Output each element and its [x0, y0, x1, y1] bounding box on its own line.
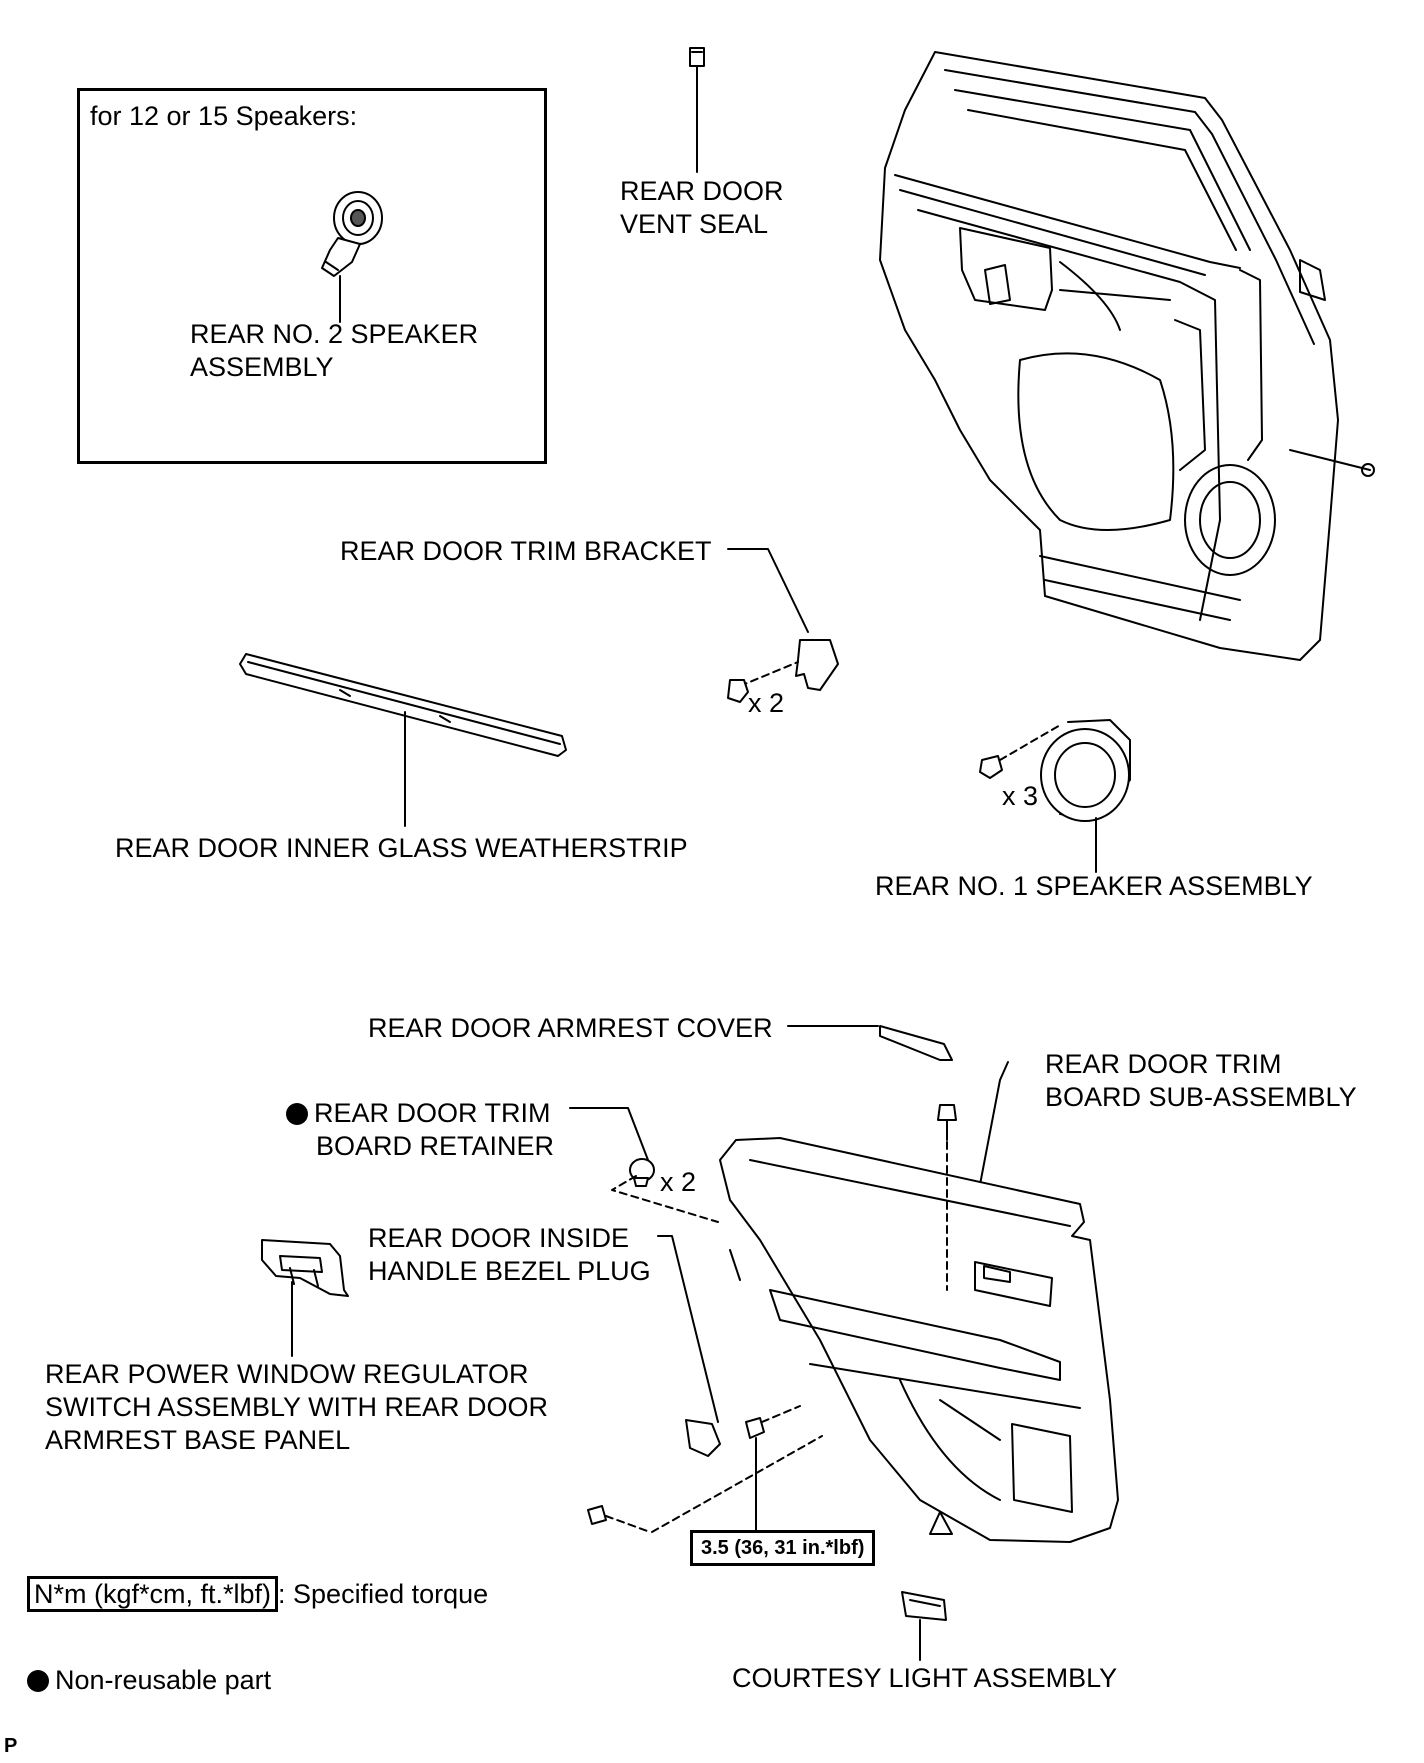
label-bezel-plug-line2: HANDLE BEZEL PLUG [368, 1256, 651, 1286]
legend-nonreusable: Non-reusable part [27, 1664, 271, 1697]
nonreusable-dot-icon [286, 1103, 308, 1125]
corner-mark: P [4, 1735, 18, 1757]
window-switch-drawing [261, 1239, 349, 1357]
label-window-switch-line1: REAR POWER WINDOW REGULATOR [45, 1359, 529, 1389]
trim-board-drawing [719, 1061, 1119, 1543]
bottom-screw-drawing [587, 1435, 823, 1533]
no1-speaker-qty: x 3 [1002, 781, 1039, 811]
label-inner-weatherstrip: REAR DOOR INNER GLASS WEATHERSTRIP [115, 833, 688, 863]
retainer-clip-drawing [569, 1107, 719, 1223]
armrest-cover-drawing [787, 1025, 953, 1061]
vent-seal-drawing [689, 47, 705, 173]
label-window-switch-line3: ARMREST BASE PANEL [45, 1425, 351, 1455]
label-courtesy-light: COURTESY LIGHT ASSEMBLY [732, 1663, 1118, 1693]
trim-bracket-drawing [727, 548, 839, 703]
rear-no1-speaker-drawing [979, 719, 1131, 873]
legend-nonreusable-desc: Non-reusable part [55, 1665, 272, 1695]
label-no1-speaker: REAR NO. 1 SPEAKER ASSEMBLY [875, 871, 1313, 901]
inner-weatherstrip-drawing [239, 653, 567, 827]
rear-no2-speaker-drawing [321, 191, 383, 323]
torque-screw-drawing [745, 1405, 801, 1531]
label-rear-no2-speaker-line1: REAR NO. 2 SPEAKER [190, 319, 479, 349]
label-vent-seal-line1: REAR DOOR [620, 176, 784, 206]
label-retainer-line2: BOARD RETAINER [316, 1131, 555, 1161]
label-window-switch-line2: SWITCH ASSEMBLY WITH REAR DOOR [45, 1392, 549, 1422]
door-frame-drawing [879, 51, 1375, 661]
bezel-plug-drawing [657, 1235, 721, 1457]
label-retainer-line1-text: REAR DOOR TRIM [314, 1098, 551, 1128]
label-trim-board-line1: REAR DOOR TRIM [1045, 1049, 1282, 1079]
legend-torque: N*m (kgf*cm, ft.*lbf): Specified torque [27, 1576, 489, 1612]
trim-bracket-qty: x 2 [748, 688, 785, 718]
speaker-option-inset [77, 88, 547, 464]
legend-nonreusable-dot-icon [27, 1670, 49, 1692]
label-bezel-plug-line1: REAR DOOR INSIDE [368, 1223, 630, 1253]
label-armrest-cover: REAR DOOR ARMREST COVER [368, 1013, 773, 1043]
label-rear-no2-speaker-line2: ASSEMBLY [190, 352, 334, 382]
torque-spec-box: 3.5 (36, 31 in.*lbf) [690, 1530, 876, 1566]
courtesy-light-drawing [901, 1591, 947, 1661]
legend-torque-unit-box: N*m (kgf*cm, ft.*lbf) [27, 1576, 279, 1612]
legend-torque-desc: : Specified torque [278, 1579, 489, 1609]
label-retainer-line1: REAR DOOR TRIM [286, 1097, 551, 1130]
label-trim-bracket: REAR DOOR TRIM BRACKET [340, 536, 712, 566]
trim-board-screw-drawing [937, 1104, 957, 1291]
label-vent-seal-line2: VENT SEAL [620, 209, 769, 239]
retainer-qty: x 2 [660, 1167, 697, 1197]
label-trim-board-line2: BOARD SUB-ASSEMBLY [1045, 1082, 1357, 1112]
inset-title: for 12 or 15 Speakers: [90, 101, 358, 131]
